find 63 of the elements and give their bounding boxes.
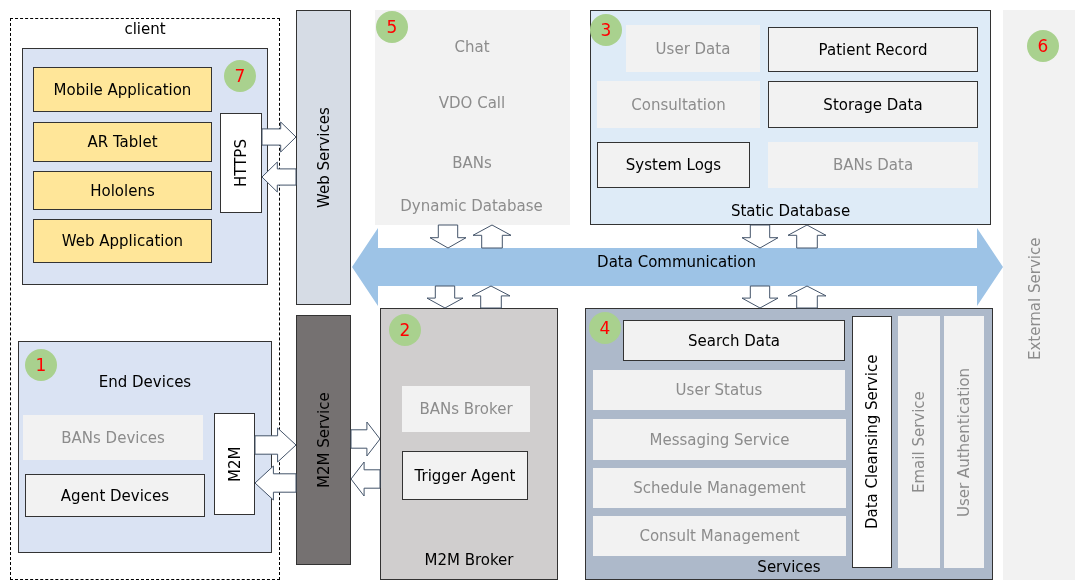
panel-title: End Devices <box>97 373 193 391</box>
app-box: Web Application <box>33 219 212 263</box>
module-box: System Logs <box>597 142 750 188</box>
panel-title: Services <box>756 558 822 576</box>
faded-panel <box>375 10 570 225</box>
module-box: Patient Record <box>768 27 978 72</box>
block-arrow <box>254 427 297 463</box>
app-box: Hololens <box>33 171 212 210</box>
block-arrow <box>261 161 297 193</box>
broker-panel <box>380 308 558 580</box>
number-badge: 1 <box>25 349 57 381</box>
faded-box: User Authentication <box>944 316 984 568</box>
database-panel <box>590 10 991 225</box>
number-badge: 2 <box>389 314 421 346</box>
block-arrow <box>426 285 464 309</box>
faded-box: BANs Broker <box>402 386 530 432</box>
faded-box: Schedule Management <box>593 468 846 508</box>
block-arrow <box>350 421 381 457</box>
panel-title: M2M Broker <box>423 551 515 569</box>
block-arrow <box>429 224 467 249</box>
app-box: AR Tablet <box>33 122 212 162</box>
panel-title: External Service <box>1026 236 1045 363</box>
module-box: Search Data <box>623 320 845 361</box>
client-region <box>10 18 280 580</box>
group-panel <box>22 48 268 285</box>
faded-panel <box>1003 10 1075 580</box>
module-box: Storage Data <box>768 81 978 128</box>
protocol-box: HTTPS <box>220 113 262 213</box>
number-badge: 3 <box>590 14 622 46</box>
number-badge: 6 <box>1027 30 1059 62</box>
faded-box: BANs Data <box>768 142 978 188</box>
protocol-box: M2M <box>214 413 255 515</box>
services-panel <box>585 308 993 580</box>
panel-title: client <box>123 20 167 38</box>
number-badge: 7 <box>224 60 256 92</box>
app-box: Mobile Application <box>33 67 212 112</box>
faded-box: User Status <box>593 370 845 410</box>
block-arrow <box>741 285 779 309</box>
faded-box: Consult Management <box>593 516 846 556</box>
block-arrow <box>472 224 512 249</box>
protocol-box: Data Cleansing Service <box>852 316 892 568</box>
block-arrow <box>471 285 511 309</box>
faded-box: User Data <box>626 25 760 72</box>
faded-box: Consultation <box>597 81 760 128</box>
block-arrow <box>787 285 827 309</box>
block-arrow <box>741 224 779 249</box>
panel-title: Dynamic Database <box>399 197 544 215</box>
panel-title: Static Database <box>729 202 852 220</box>
number-badge: 4 <box>589 312 621 344</box>
block-arrow <box>261 121 297 153</box>
panel-title: Data Communication <box>596 253 757 271</box>
faded-box: BANs Devices <box>23 415 203 460</box>
group-panel <box>18 341 272 553</box>
service-bar: Web Services <box>296 10 351 305</box>
faded-box: Email Service <box>898 316 940 568</box>
block-arrow <box>350 461 381 497</box>
block-arrow <box>787 224 827 249</box>
faded-box: Messaging Service <box>593 419 846 460</box>
module-box: Trigger Agent <box>402 451 528 500</box>
service-bar: M2M Service <box>296 315 351 565</box>
module-box: Agent Devices <box>25 474 205 517</box>
block-arrow <box>254 465 297 501</box>
number-badge: 5 <box>376 11 408 43</box>
